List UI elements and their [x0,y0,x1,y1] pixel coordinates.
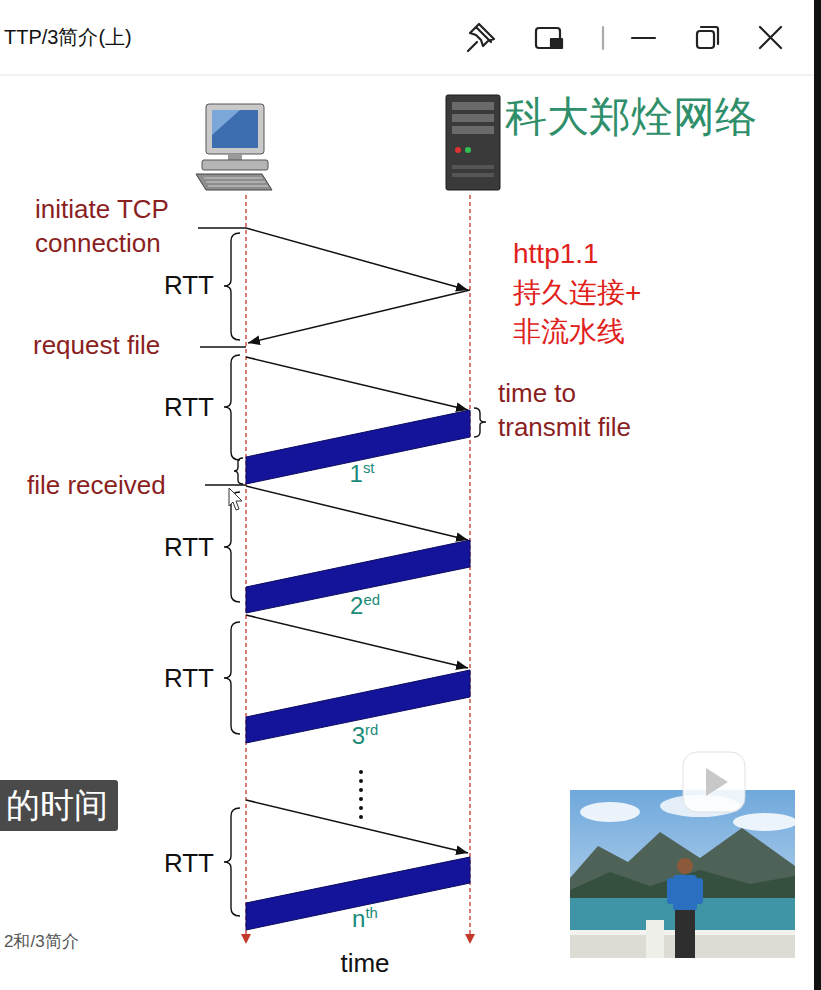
file-ordinal: nth [352,905,378,934]
client-computer [196,104,272,190]
transmit-label: time to transmit file [498,376,633,444]
mouse-cursor [229,488,242,510]
play-button [683,744,745,812]
rtt-label: RTT [164,532,214,563]
chapter-label: 2和/3简介 [4,932,79,952]
event-label: file received [27,470,166,501]
message-arrows [246,228,470,853]
ellipsis-dots [359,770,363,819]
titlebar-rule [0,75,814,76]
event-label: request file [33,330,160,361]
time-axis [241,195,475,944]
subtitle-box: 的时间 [0,780,118,831]
watermark: 科大郑烇网络 [505,92,757,142]
rtt-label: RTT [164,848,214,879]
transfer-bars [246,410,470,930]
file-ordinal: 1st [350,460,375,489]
rtt-label: RTT [164,392,214,423]
event-label: initiate TCP connection [35,192,210,260]
window-title: TTP/3简介(上) [4,25,132,49]
mode-note: http1.1 持久连接+ 非流水线 [513,234,673,351]
window-border [814,0,821,990]
leader-lines [198,228,246,485]
axis-label: time [340,948,389,979]
rtt-label: RTT [164,270,214,301]
rtt-braces [224,233,486,916]
rtt-label: RTT [164,663,214,694]
titlebar-icons [468,24,781,51]
presenter-photo [570,790,795,958]
subtitle-text: 的时间 [6,785,108,826]
file-ordinal: 2ed [350,592,380,621]
file-ordinal: 3rd [352,722,379,751]
server-tower [446,95,500,190]
